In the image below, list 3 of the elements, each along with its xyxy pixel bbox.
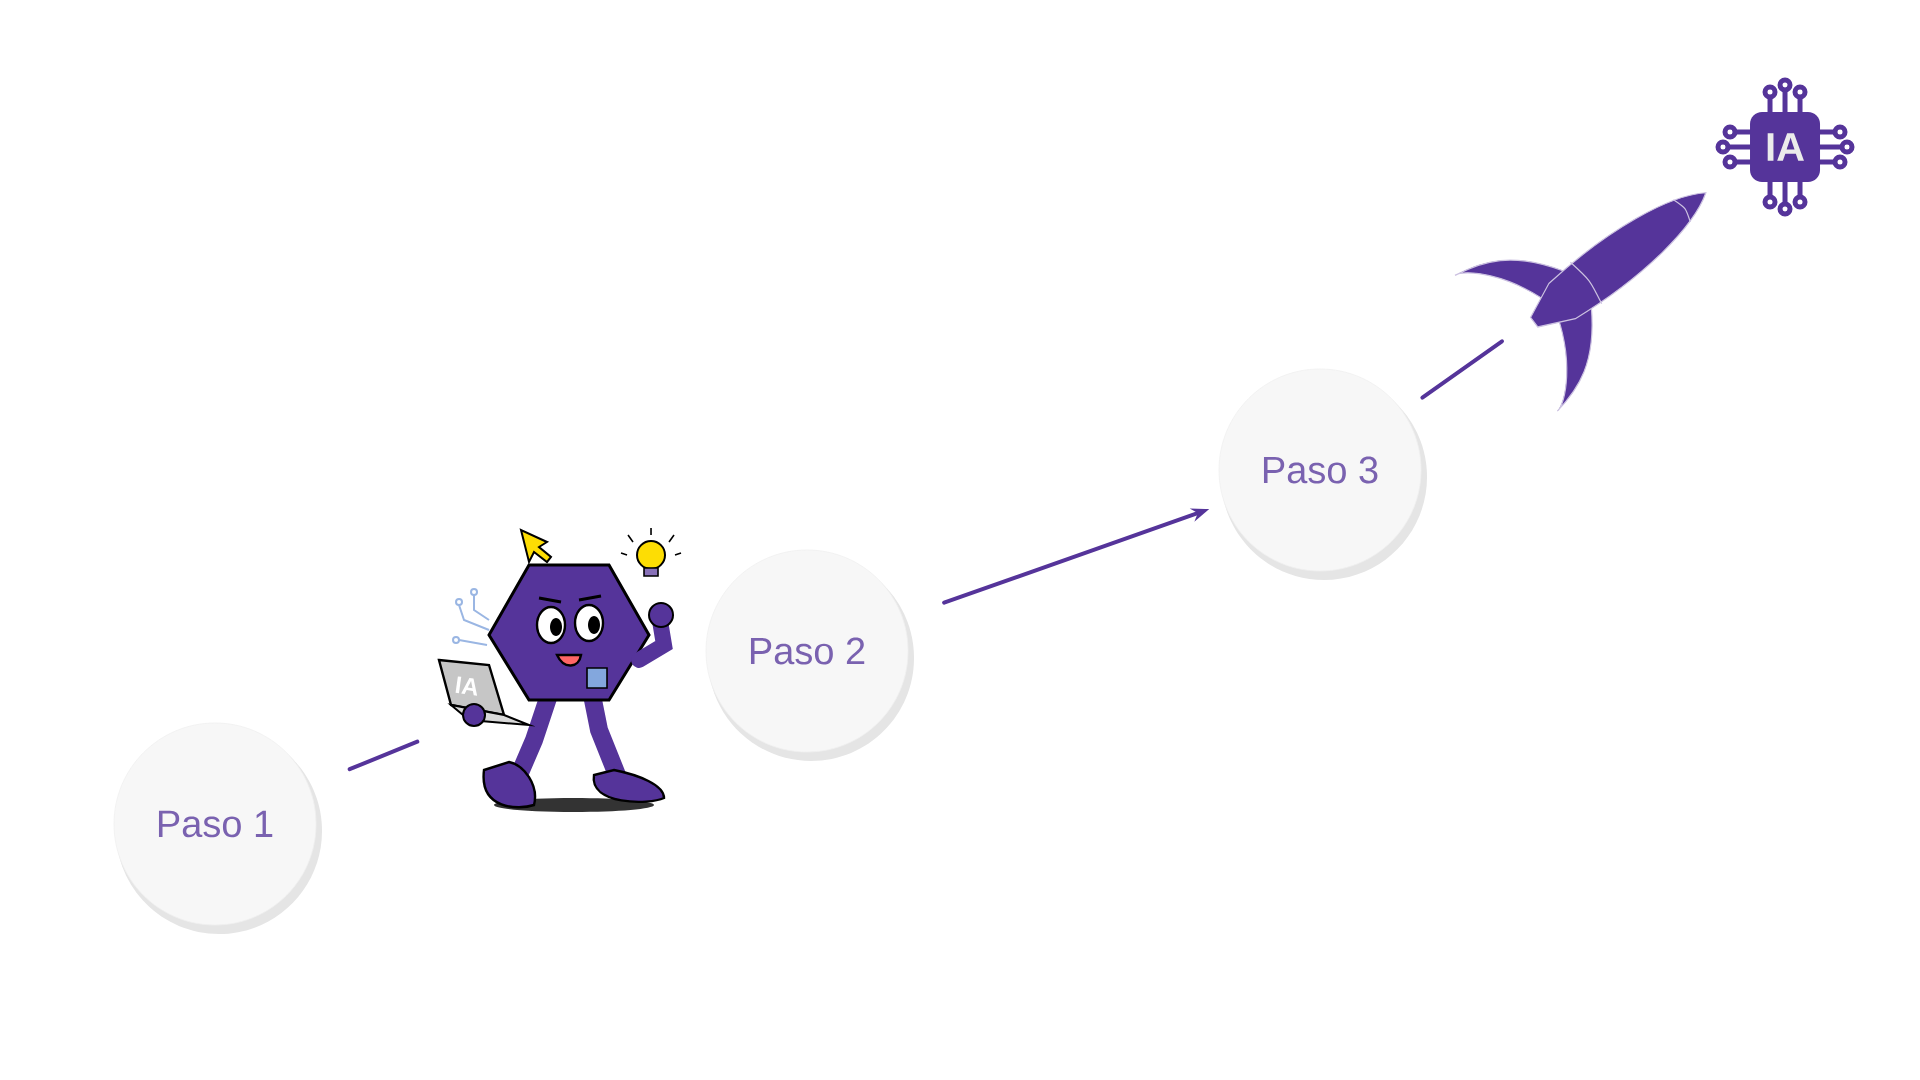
rocket-drawing	[1454, 192, 1707, 412]
mascot-drawing	[437, 527, 682, 812]
laptop-text: IA	[455, 676, 478, 696]
